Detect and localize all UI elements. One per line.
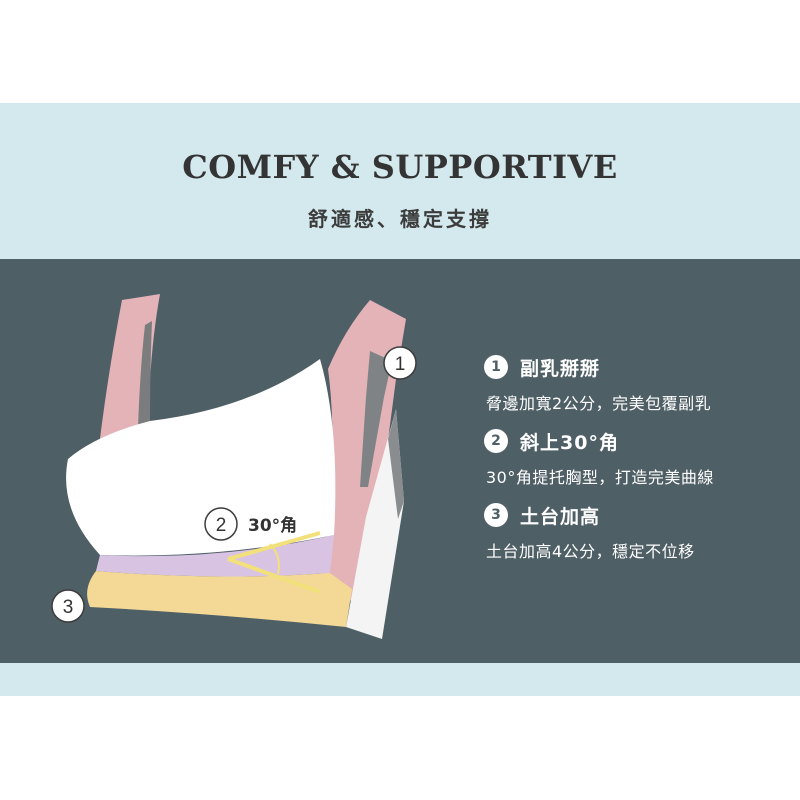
left-strap-shadow — [138, 321, 152, 429]
side-panel-shadow — [388, 409, 404, 519]
underband — [87, 571, 352, 627]
feature-description: 脅邊加寬2公分，完美包覆副乳 — [486, 394, 712, 413]
feature-description: 土台加高4公分，穩定不位移 — [486, 542, 695, 561]
feature-number-badge: 3 — [484, 503, 508, 527]
feature-title: 土台加高 — [520, 505, 601, 528]
marker-2-label: 30°角 — [248, 515, 297, 536]
header-band — [0, 103, 800, 259]
right-strap-shadow — [360, 351, 392, 487]
feature-title: 副乳掰掰 — [520, 357, 601, 380]
marker-3-number: 3 — [63, 597, 74, 618]
marker-2 — [204, 507, 238, 541]
feature-list: 1 副乳掰掰 脅邊加寬2公分，完美包覆副乳 2 斜上30°角 30°角提托胸型，… — [484, 350, 784, 572]
feature-item: 3 土台加高 土台加高4公分，穩定不位移 — [484, 498, 784, 562]
cup-front — [66, 359, 336, 556]
bra-diagram: 1 2 30°角 3 — [51, 294, 417, 639]
feature-number-badge: 1 — [484, 355, 508, 379]
feature-description: 30°角提托胸型，打造完美曲線 — [486, 468, 714, 487]
marker-1-number: 1 — [395, 354, 406, 375]
feature-item: 2 斜上30°角 30°角提托胸型，打造完美曲線 — [484, 424, 784, 488]
feature-title: 斜上30°角 — [520, 431, 619, 454]
inner-band — [96, 535, 334, 577]
feature-item: 1 副乳掰掰 脅邊加寬2公分，完美包覆副乳 — [484, 350, 784, 414]
side-panel — [346, 409, 404, 639]
feature-number-badge: 2 — [484, 429, 508, 453]
page-title: COMFY & SUPPORTIVE — [182, 148, 618, 186]
marker-2-number: 2 — [216, 515, 227, 536]
angle-line-base — [227, 557, 321, 594]
marker-1 — [383, 346, 417, 380]
angle-line-rise — [227, 531, 321, 561]
angle-arc — [269, 543, 280, 575]
footer-band — [0, 663, 800, 696]
marker-3 — [51, 589, 85, 623]
page-subtitle: 舒適感、穩定支撐 — [308, 207, 492, 231]
